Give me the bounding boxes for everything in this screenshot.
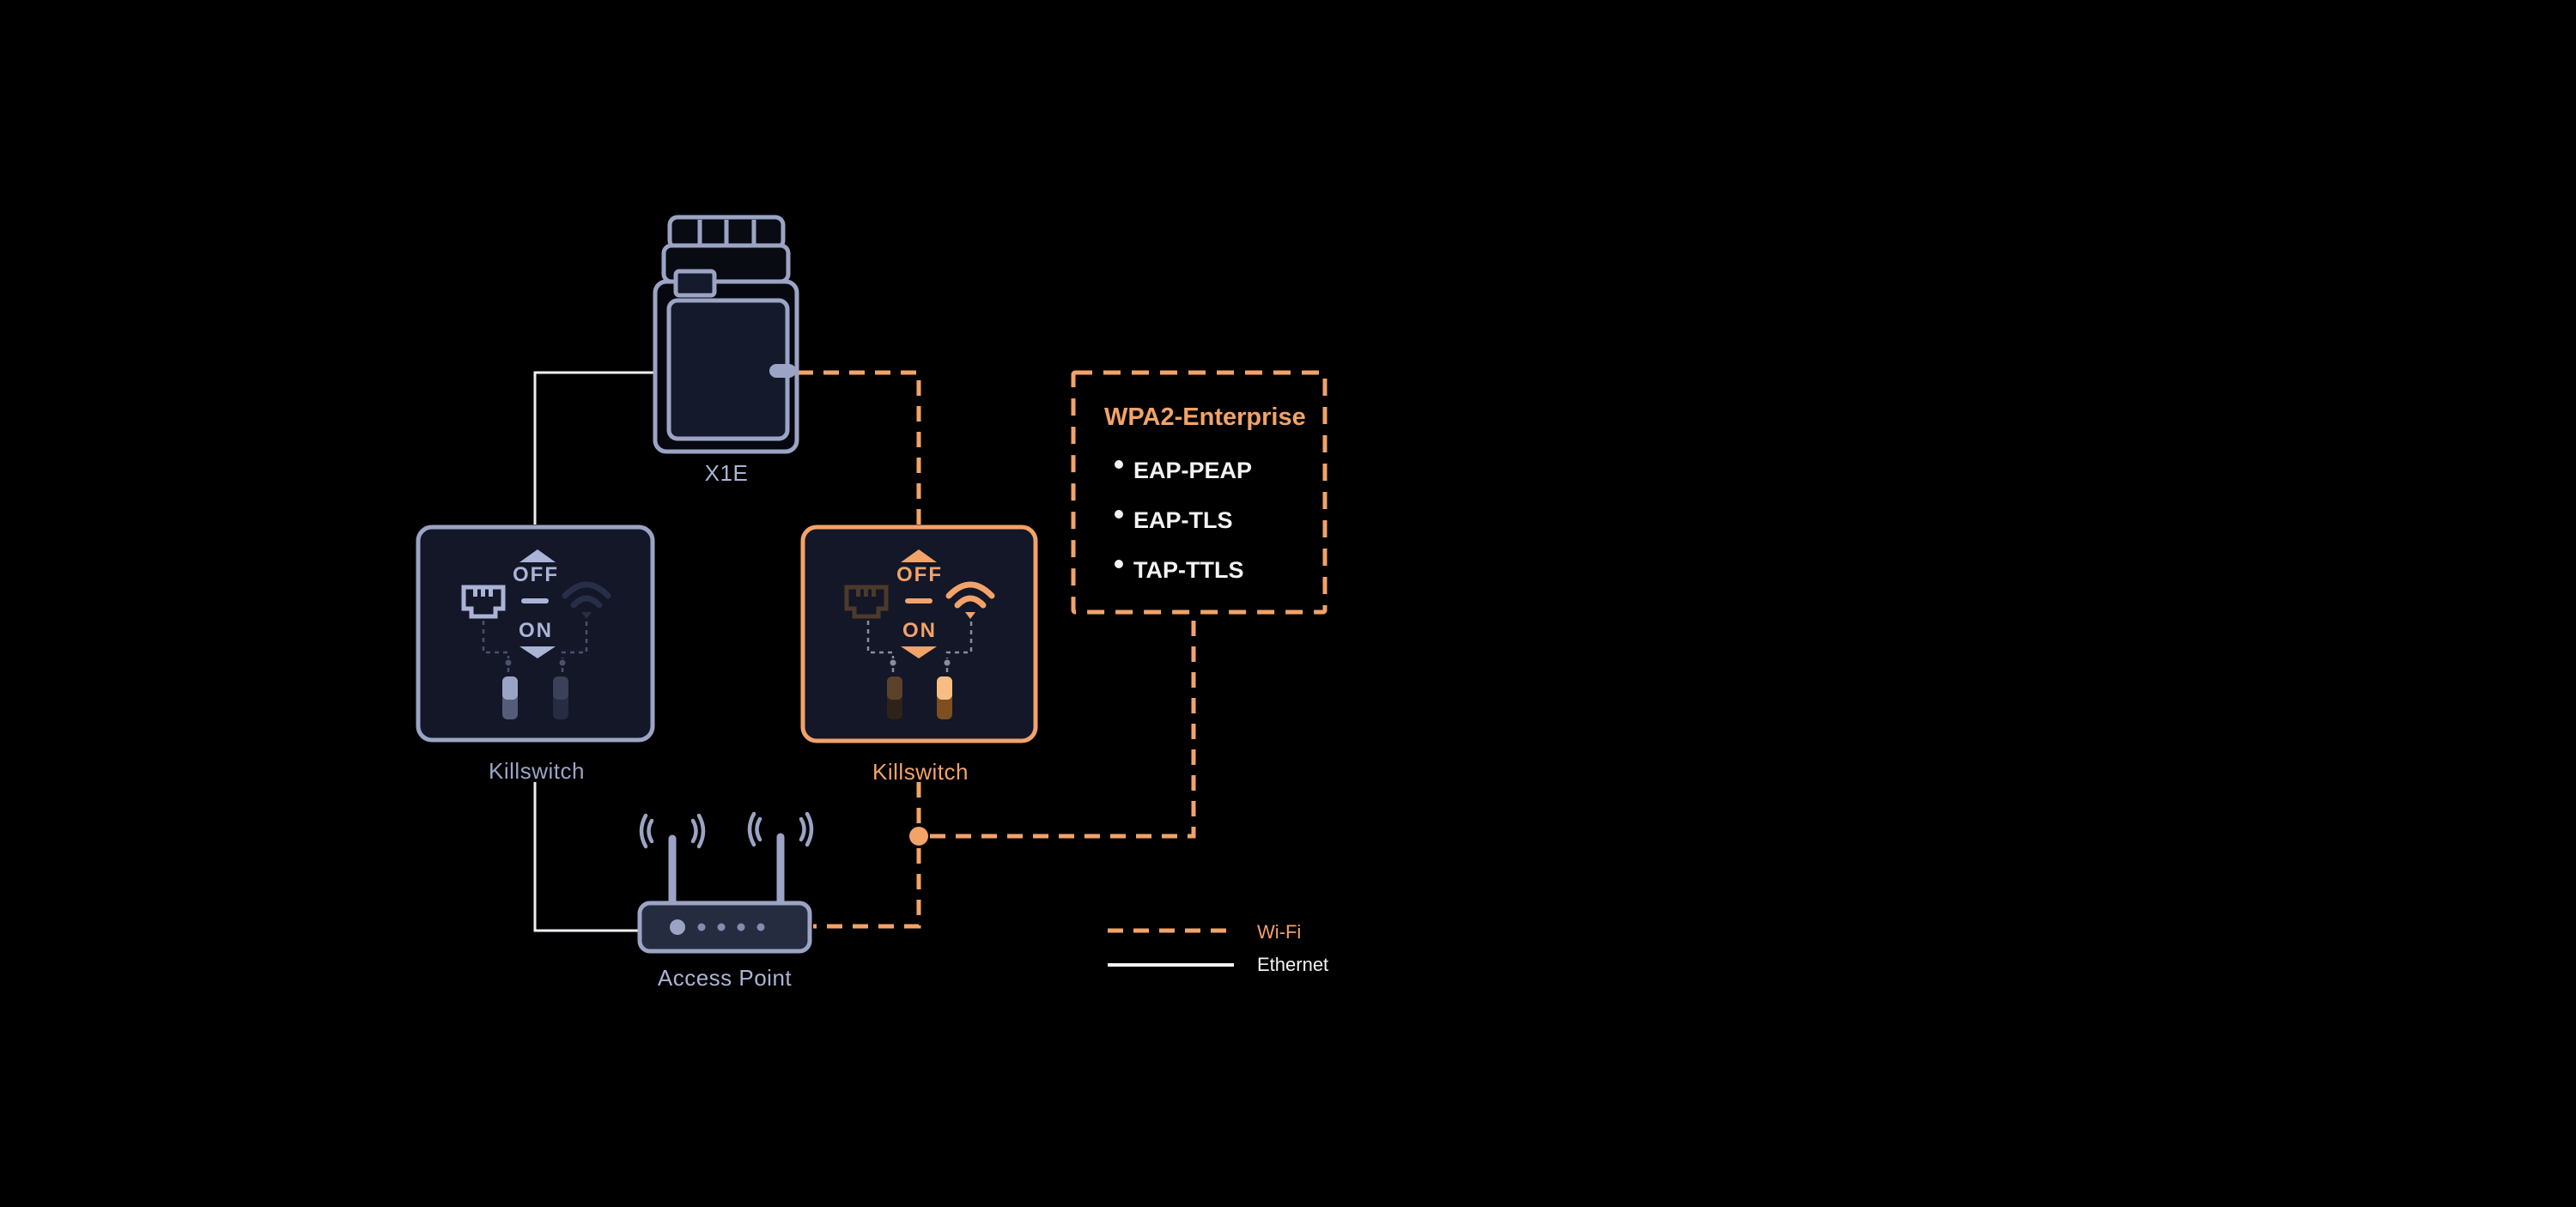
- x1e-device-icon: [653, 215, 799, 454]
- x1e-side-button: [769, 364, 796, 378]
- bullet-icon: [1115, 510, 1123, 519]
- wifi-wire-x1e-to-killswitch: [798, 370, 921, 525]
- arrow-up-icon: [519, 549, 556, 562]
- killswitch-ethernet-box: [416, 525, 655, 743]
- arrow-up-icon: [901, 549, 937, 562]
- ethernet-wire-killswitch-to-ap: [533, 782, 639, 932]
- switch-traces: [866, 621, 973, 674]
- wpa2-item: EAP-PEAP: [1115, 458, 1252, 484]
- toggle-switch-wifi-on: [937, 676, 952, 719]
- wpa2-item-label: TAP-TTLS: [1133, 557, 1244, 583]
- wpa2-box-border: [1071, 370, 1327, 615]
- killswitch-ethernet-off-label: OFF: [513, 563, 559, 586]
- killswitch-ethernet-on-label: ON: [519, 619, 553, 642]
- ap-led: [756, 923, 765, 931]
- access-point-icon: [637, 811, 814, 954]
- ap-led: [697, 923, 706, 931]
- arrow-down-icon: [519, 646, 556, 658]
- trace-dot: [890, 659, 896, 666]
- toggle-switch-wifi-off: [553, 676, 568, 719]
- switch-divider: [905, 598, 933, 604]
- killswitch-wifi-box: [800, 525, 1038, 743]
- bullet-icon: [1115, 560, 1123, 568]
- wpa2-title: WPA2-Enterprise: [1104, 403, 1306, 431]
- wpa2-item-label: EAP-TLS: [1133, 507, 1233, 533]
- trace-dot: [505, 659, 512, 666]
- wifi-icon: [562, 581, 611, 619]
- bullet-icon: [1115, 460, 1123, 469]
- switch-traces: [482, 621, 588, 674]
- wifi-wire-junction-to-wpa2: [930, 616, 1196, 839]
- killswitch-wifi-off-label: OFF: [896, 563, 943, 586]
- switch-divider: [521, 598, 549, 604]
- ap-led: [737, 923, 745, 931]
- wpa2-item-label: EAP-PEAP: [1133, 458, 1253, 483]
- ap-power-led: [670, 919, 685, 935]
- ethernet-port-icon: [844, 585, 889, 619]
- wifi-icon: [945, 581, 995, 619]
- arrow-down-icon: [901, 646, 937, 658]
- killswitch-ethernet-label: Killswitch: [489, 758, 585, 784]
- ap-led: [717, 923, 726, 931]
- toggle-switch-ethernet-off: [887, 676, 902, 719]
- toggle-switch-ethernet-on: [502, 676, 518, 719]
- signal-arcs: [639, 811, 814, 849]
- x1e-port-chip: [673, 269, 717, 298]
- ethernet-port-icon: [461, 585, 506, 619]
- killswitch-wifi-label: Killswitch: [872, 759, 969, 785]
- x1e-label: X1E: [704, 460, 749, 486]
- legend-wifi-label: Wi-Fi: [1257, 921, 1302, 943]
- junction-dot: [909, 827, 928, 846]
- wpa2-item: EAP-TLS: [1115, 507, 1233, 534]
- wifi-wire-junction-to-ap: [813, 848, 921, 929]
- ethernet-wire-x1e-to-killswitch: [533, 371, 654, 525]
- legend-ethernet-label: Ethernet: [1257, 954, 1329, 975]
- trace-dot: [559, 659, 566, 666]
- access-point-label: Access Point: [657, 965, 793, 991]
- killswitch-wifi-on-label: ON: [902, 619, 937, 642]
- trace-dot: [944, 659, 951, 666]
- wpa2-item: TAP-TTLS: [1115, 557, 1243, 584]
